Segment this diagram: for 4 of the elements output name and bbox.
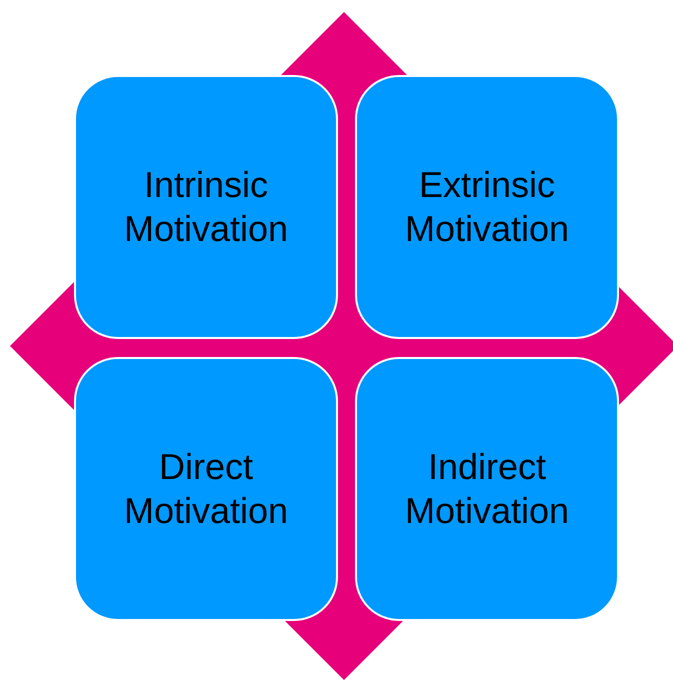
box-label: Indirect Motivation bbox=[404, 445, 570, 533]
box-label: Direct Motivation bbox=[122, 445, 290, 533]
box-label: Extrinsic Motivation bbox=[404, 163, 570, 251]
box-label: Intrinsic Motivation bbox=[122, 163, 290, 251]
